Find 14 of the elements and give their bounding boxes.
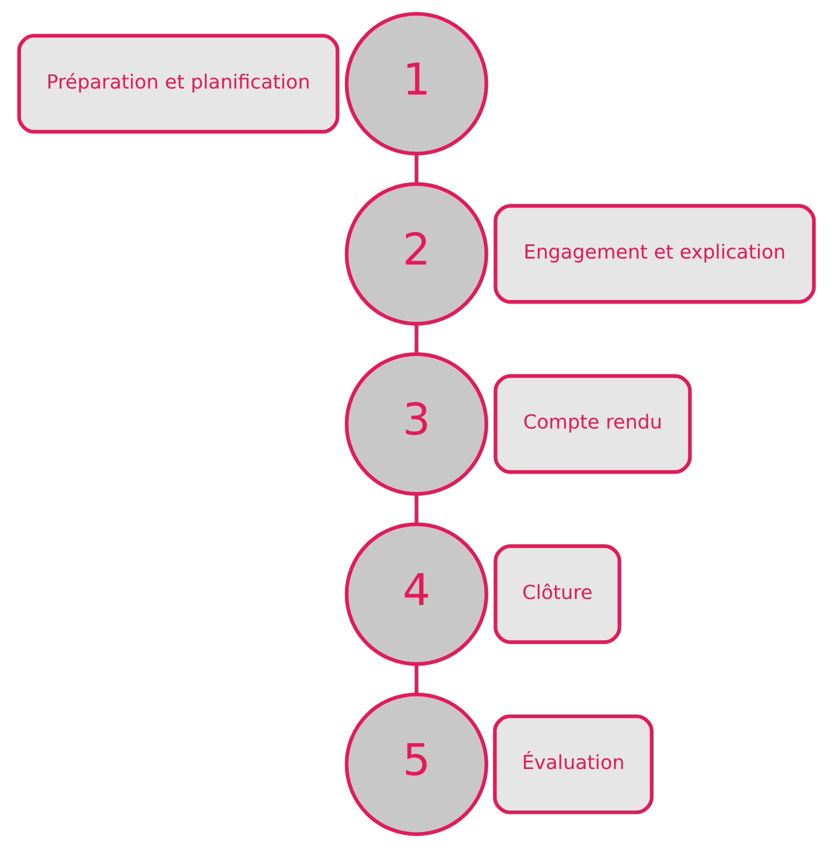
node-circle: 1	[344, 12, 488, 155]
connector	[414, 493, 418, 524]
node-box: Préparation et planification	[16, 33, 339, 134]
node-box: Évaluation	[492, 714, 653, 814]
node-box: Clôture	[493, 544, 621, 644]
connector	[414, 153, 418, 184]
node-circle: 2	[344, 182, 488, 326]
connector	[414, 323, 418, 354]
connector	[414, 664, 418, 694]
node-box: Engagement et explication	[493, 204, 816, 304]
node-circle: 3	[344, 352, 488, 496]
node-circle: 5	[344, 692, 488, 836]
node-box: Compte rendu	[493, 374, 692, 474]
node-circle: 4	[344, 522, 488, 666]
